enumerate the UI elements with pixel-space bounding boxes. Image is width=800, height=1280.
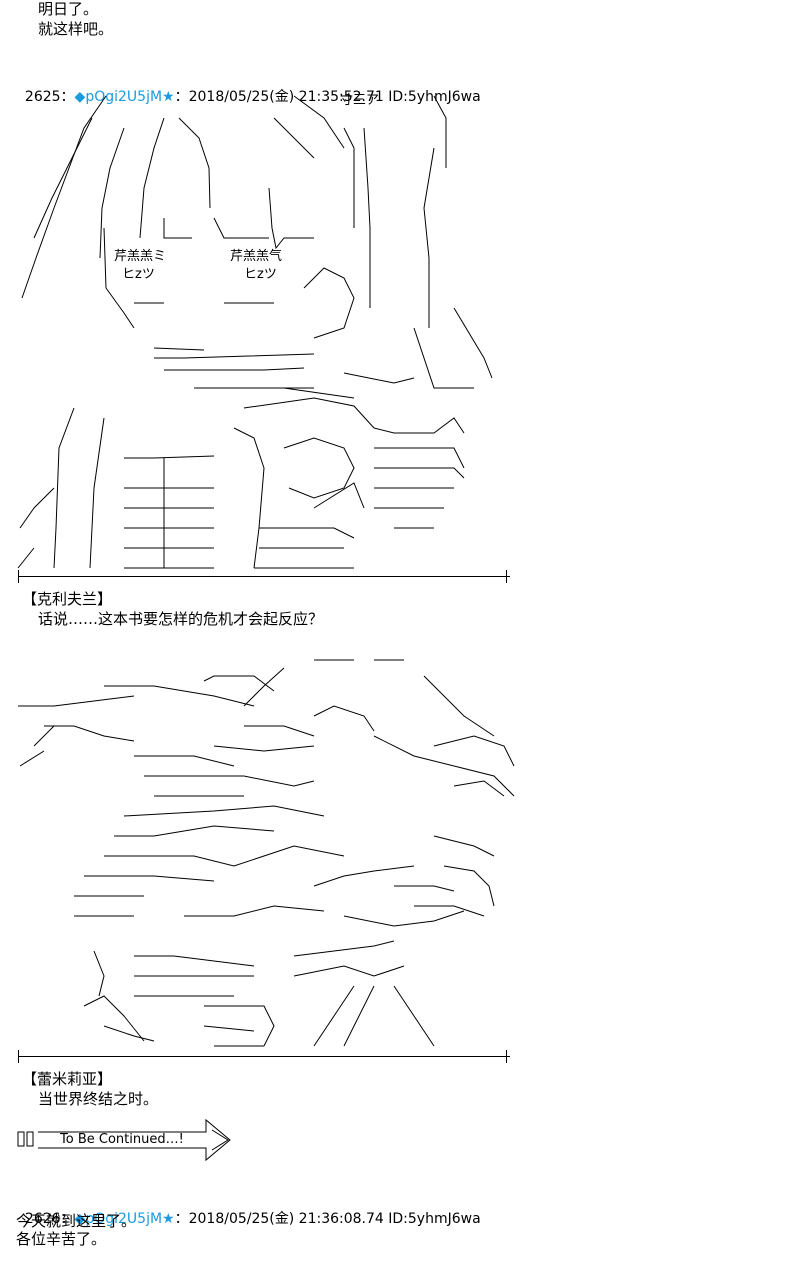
art-kana: 寸三ア (340, 93, 379, 108)
art-label-left2: ヒzツ (122, 267, 155, 282)
post-header: 2625：◆pOgi2U5jM★：2018/05/25(金) 21:35:52.… (16, 70, 481, 106)
post-sep: ： (60, 1211, 75, 1227)
ascii-art-figure-1: 芹羔羔ミ ヒzツ 芹羔羔气 ヒzツ 寸三ア (17, 93, 493, 569)
text-line: 明日了。 (38, 0, 99, 18)
continued-text: To Be Continued…! (60, 1132, 184, 1147)
star-icon: ★ (162, 89, 175, 105)
ascii-art-figure-2 (18, 659, 515, 1047)
divider-line (18, 570, 510, 583)
post-trip: pOgi2U5jM (85, 1211, 163, 1227)
art-label-right: 芹羔羔气 (230, 248, 282, 264)
text-line: 就这样吧。 (38, 20, 114, 38)
star-icon: ★ (162, 1211, 175, 1227)
art-label-left: 芹羔羔ミ (114, 249, 166, 264)
post-date-id: ：2018/05/25(金) 21:36:08.74 ID:5yhmJ6wa (174, 1211, 481, 1227)
trip-diamond-icon: ◆ (74, 1211, 86, 1227)
trip-diamond-icon: ◆ (74, 89, 86, 105)
text-line: 今天就到这里了。 (16, 1212, 137, 1230)
post-header: 2626：◆pOgi2U5jM★：2018/05/25(金) 21:36:08.… (16, 1192, 481, 1228)
continued-arrow-icon (17, 1118, 231, 1162)
post-number[interactable]: 2625 (24, 89, 61, 105)
text-line: 各位辛苦了。 (16, 1230, 107, 1248)
divider-line (18, 1050, 510, 1063)
dialogue-line: 当世界终结之时。 (38, 1090, 159, 1108)
post-date-id: ：2018/05/25(金) 21:35:52.71 ID:5yhmJ6wa (174, 89, 481, 105)
post-trip: pOgi2U5jM (85, 89, 163, 105)
post-sep: ： (60, 89, 75, 105)
speaker-label: 【蕾米莉亚】 (22, 1070, 113, 1088)
art-label-right2: ヒzツ (244, 267, 277, 282)
speaker-label: 【克利夫兰】 (22, 590, 113, 608)
dialogue-line: 话说……这本书要怎样的危机才会起反应？ (38, 610, 324, 628)
post-number[interactable]: 2626 (24, 1211, 61, 1227)
